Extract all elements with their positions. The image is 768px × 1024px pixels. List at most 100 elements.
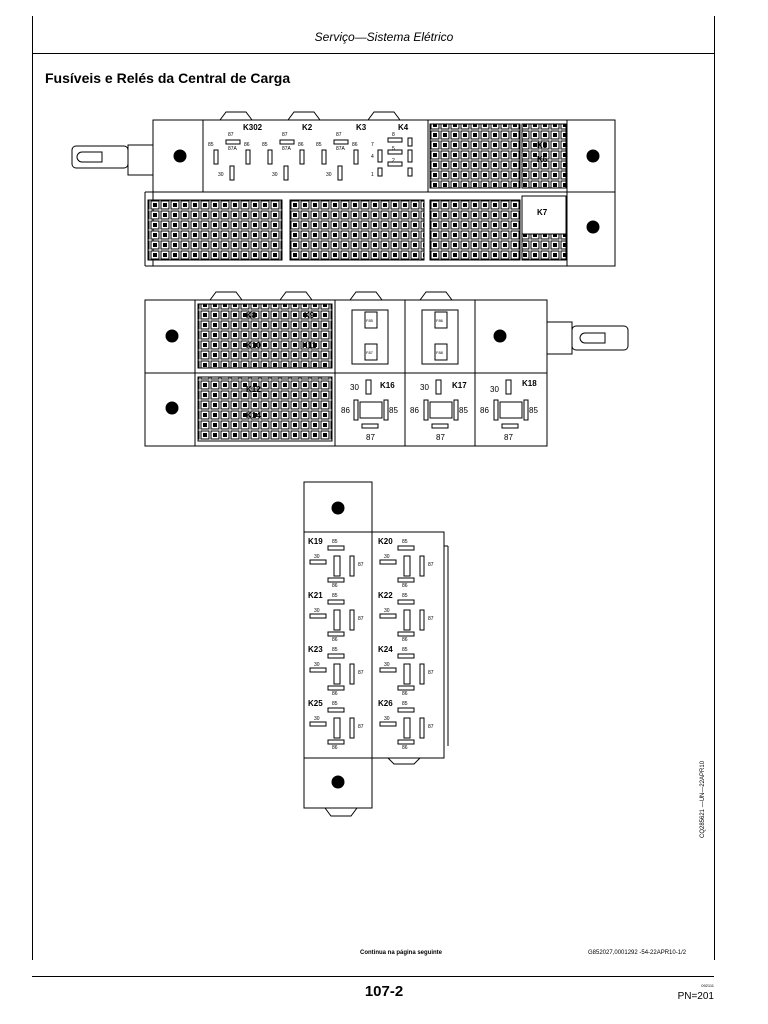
pin-label: 30 <box>384 554 390 560</box>
pin-rect <box>327 739 345 745</box>
pin-label: 85 <box>332 539 338 545</box>
pin-rect <box>309 559 327 565</box>
svg-text:86: 86 <box>298 142 304 148</box>
pin-rect <box>403 663 411 685</box>
page-number: 107-2 <box>364 983 404 1000</box>
svg-text:87: 87 <box>228 132 234 138</box>
pin-rect <box>397 631 415 637</box>
pin-label: 87 <box>358 724 364 730</box>
relay-label-k302: K302 <box>243 123 263 132</box>
reference-code: G852027,0001292 -54-22APR10-1/2 <box>588 950 687 956</box>
svg-text:30: 30 <box>350 383 359 392</box>
pin-rect <box>349 555 355 577</box>
pin-label: 86 <box>332 637 338 643</box>
pin-rect <box>327 631 345 637</box>
pin-label: 86 <box>332 583 338 589</box>
bottom-relay-block <box>303 481 449 817</box>
section-header: Serviço—Sistema Elétrico <box>314 30 454 44</box>
relay-label-k26: K26 <box>378 699 393 708</box>
pin-label: 85 <box>402 701 408 707</box>
svg-text:87: 87 <box>366 433 375 442</box>
svg-text:30: 30 <box>326 172 332 178</box>
pin-label: 30 <box>384 608 390 614</box>
figure-code: CQ285621 —UN—22APR10 <box>700 760 706 838</box>
relay-label-k9: K9 <box>304 311 315 320</box>
pin-rect <box>419 663 425 685</box>
pin-rect <box>379 559 397 565</box>
pin-label: 85 <box>402 539 408 545</box>
pin-label: 87 <box>428 670 434 676</box>
pin-label: 30 <box>314 554 320 560</box>
svg-text:7: 7 <box>371 142 374 148</box>
svg-text:1: 1 <box>371 172 374 178</box>
svg-text:30: 30 <box>420 383 429 392</box>
pin-rect <box>419 555 425 577</box>
pin-rect <box>349 663 355 685</box>
pin-rect <box>379 667 397 673</box>
relay-label-k20: K20 <box>378 537 393 546</box>
relay-label-k10: K10 <box>246 341 261 350</box>
pin-label: 30 <box>314 662 320 668</box>
svg-text:F88: F88 <box>436 350 444 355</box>
svg-text:85: 85 <box>459 406 468 415</box>
svg-text:F86: F86 <box>436 318 444 323</box>
svg-text:85: 85 <box>316 142 322 148</box>
relay-label-k8: K8 <box>246 311 257 320</box>
svg-text:85: 85 <box>389 406 398 415</box>
continues-note: Continua na página seguinte <box>360 950 443 956</box>
relay-label-k3: K3 <box>356 123 367 132</box>
pin-rect <box>327 545 345 551</box>
svg-text:30: 30 <box>490 385 499 394</box>
pin-rect <box>379 613 397 619</box>
relay-cell-k19: K19 85 30 86 87 <box>308 537 364 589</box>
pin-label: 86 <box>332 745 338 751</box>
pin-label: 86 <box>332 691 338 697</box>
pin-rect <box>403 717 411 739</box>
pin-label: 86 <box>402 745 408 751</box>
pin-rect <box>309 721 327 727</box>
pin-rect <box>309 667 327 673</box>
footer-rule <box>32 976 714 977</box>
svg-text:87: 87 <box>336 132 342 138</box>
svg-text:86: 86 <box>341 406 350 415</box>
relay-label-k4: K4 <box>398 123 409 132</box>
pin-rect <box>379 721 397 727</box>
pin-label: 87 <box>428 562 434 568</box>
relay-label-k7: K7 <box>537 208 548 217</box>
pin-rect <box>327 707 345 713</box>
pin-rect <box>333 663 341 685</box>
pin-label: 87 <box>358 562 364 568</box>
pin-rect <box>327 685 345 691</box>
relay-label-k6: K6 <box>537 155 548 164</box>
top-relay-labels: K302 K2 K3 K4 K5 K6 K7 <box>243 123 548 217</box>
relay-label-k5: K5 <box>537 141 548 150</box>
relay-label-k14: K14 <box>246 411 261 420</box>
svg-text:2: 2 <box>392 158 395 164</box>
svg-text:87A: 87A <box>282 146 292 152</box>
top-fuse-block <box>71 111 616 267</box>
relay-label-k19: K19 <box>308 537 323 546</box>
relay-label-k24: K24 <box>378 645 393 654</box>
relay-label-k2: K2 <box>302 123 313 132</box>
svg-text:87A: 87A <box>336 146 346 152</box>
middle-pin-labels: 30 86 85 87 30 86 85 87 30 86 85 87 <box>341 383 538 442</box>
middle-relay-labels: K8 K9 K10 K11 K12 K14 K16 K17 K18 <box>246 311 537 420</box>
pin-rect <box>349 609 355 631</box>
svg-text:F87: F87 <box>366 350 374 355</box>
pin-label: 86 <box>402 583 408 589</box>
pin-label: 85 <box>402 647 408 653</box>
pin-rect <box>403 609 411 631</box>
pin-rect <box>419 717 425 739</box>
relay-label-k25: K25 <box>308 699 323 708</box>
page-frame <box>32 16 715 960</box>
pin-rect <box>397 685 415 691</box>
relay-label-k21: K21 <box>308 591 323 600</box>
svg-text:87A: 87A <box>228 146 238 152</box>
pin-rect <box>397 545 415 551</box>
